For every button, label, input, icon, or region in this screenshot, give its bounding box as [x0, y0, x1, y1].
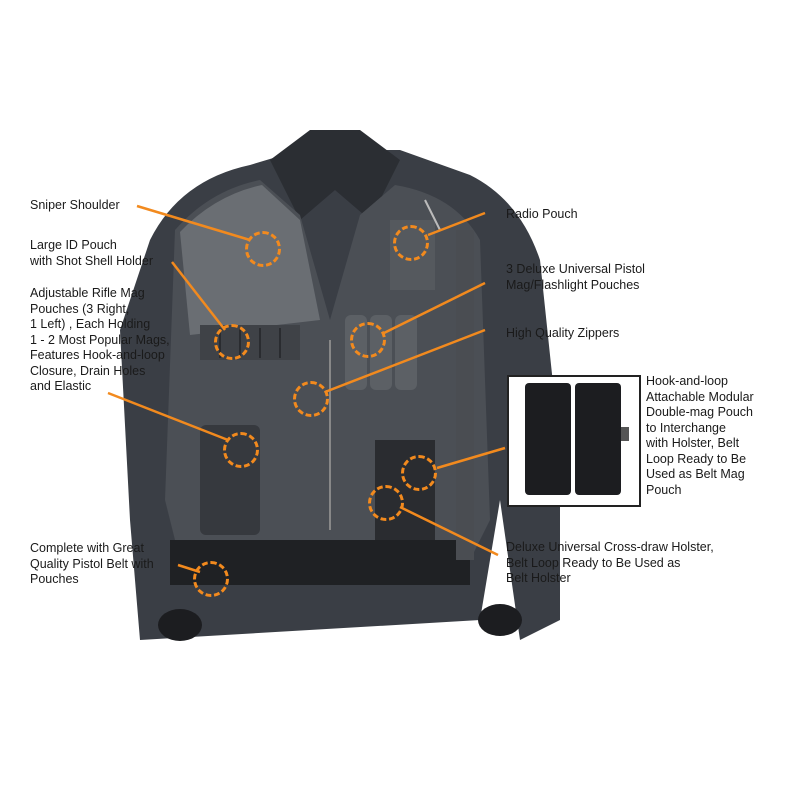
callout-zippers: High Quality Zippers: [506, 326, 620, 340]
pistol-belt-marker: [193, 561, 229, 597]
callout-sniper-shoulder: Sniper Shoulder: [30, 198, 120, 212]
callout-double-mag: Hook-and-loop Attachable Modular Double-…: [646, 374, 754, 497]
radio-pouch-marker: [393, 225, 429, 261]
callout-holster: Deluxe Universal Cross-draw Holster, Bel…: [506, 540, 714, 585]
double-mag-pouch-image: [525, 383, 629, 495]
rifle-mag-marker: [223, 432, 259, 468]
callout-rifle-mag: Adjustable Rifle Mag Pouches (3 Right, 1…: [30, 286, 170, 393]
callout-radio-pouch: Radio Pouch: [506, 207, 578, 221]
callout-id-pouch: Large ID Pouch with Shot Shell Holder: [30, 238, 153, 268]
id-pouch-marker: [214, 324, 250, 360]
callout-pistol-belt: Complete with Great Quality Pistol Belt …: [30, 541, 154, 586]
double-mag-pouch-inset: [507, 375, 641, 507]
holster-marker: [368, 485, 404, 521]
double-mag-marker: [401, 455, 437, 491]
sniper-shoulder-marker: [245, 231, 281, 267]
pistol-mag-marker: [350, 322, 386, 358]
callout-pistol-mag: 3 Deluxe Universal Pistol Mag/Flashlight…: [506, 262, 645, 292]
zippers-marker: [293, 381, 329, 417]
